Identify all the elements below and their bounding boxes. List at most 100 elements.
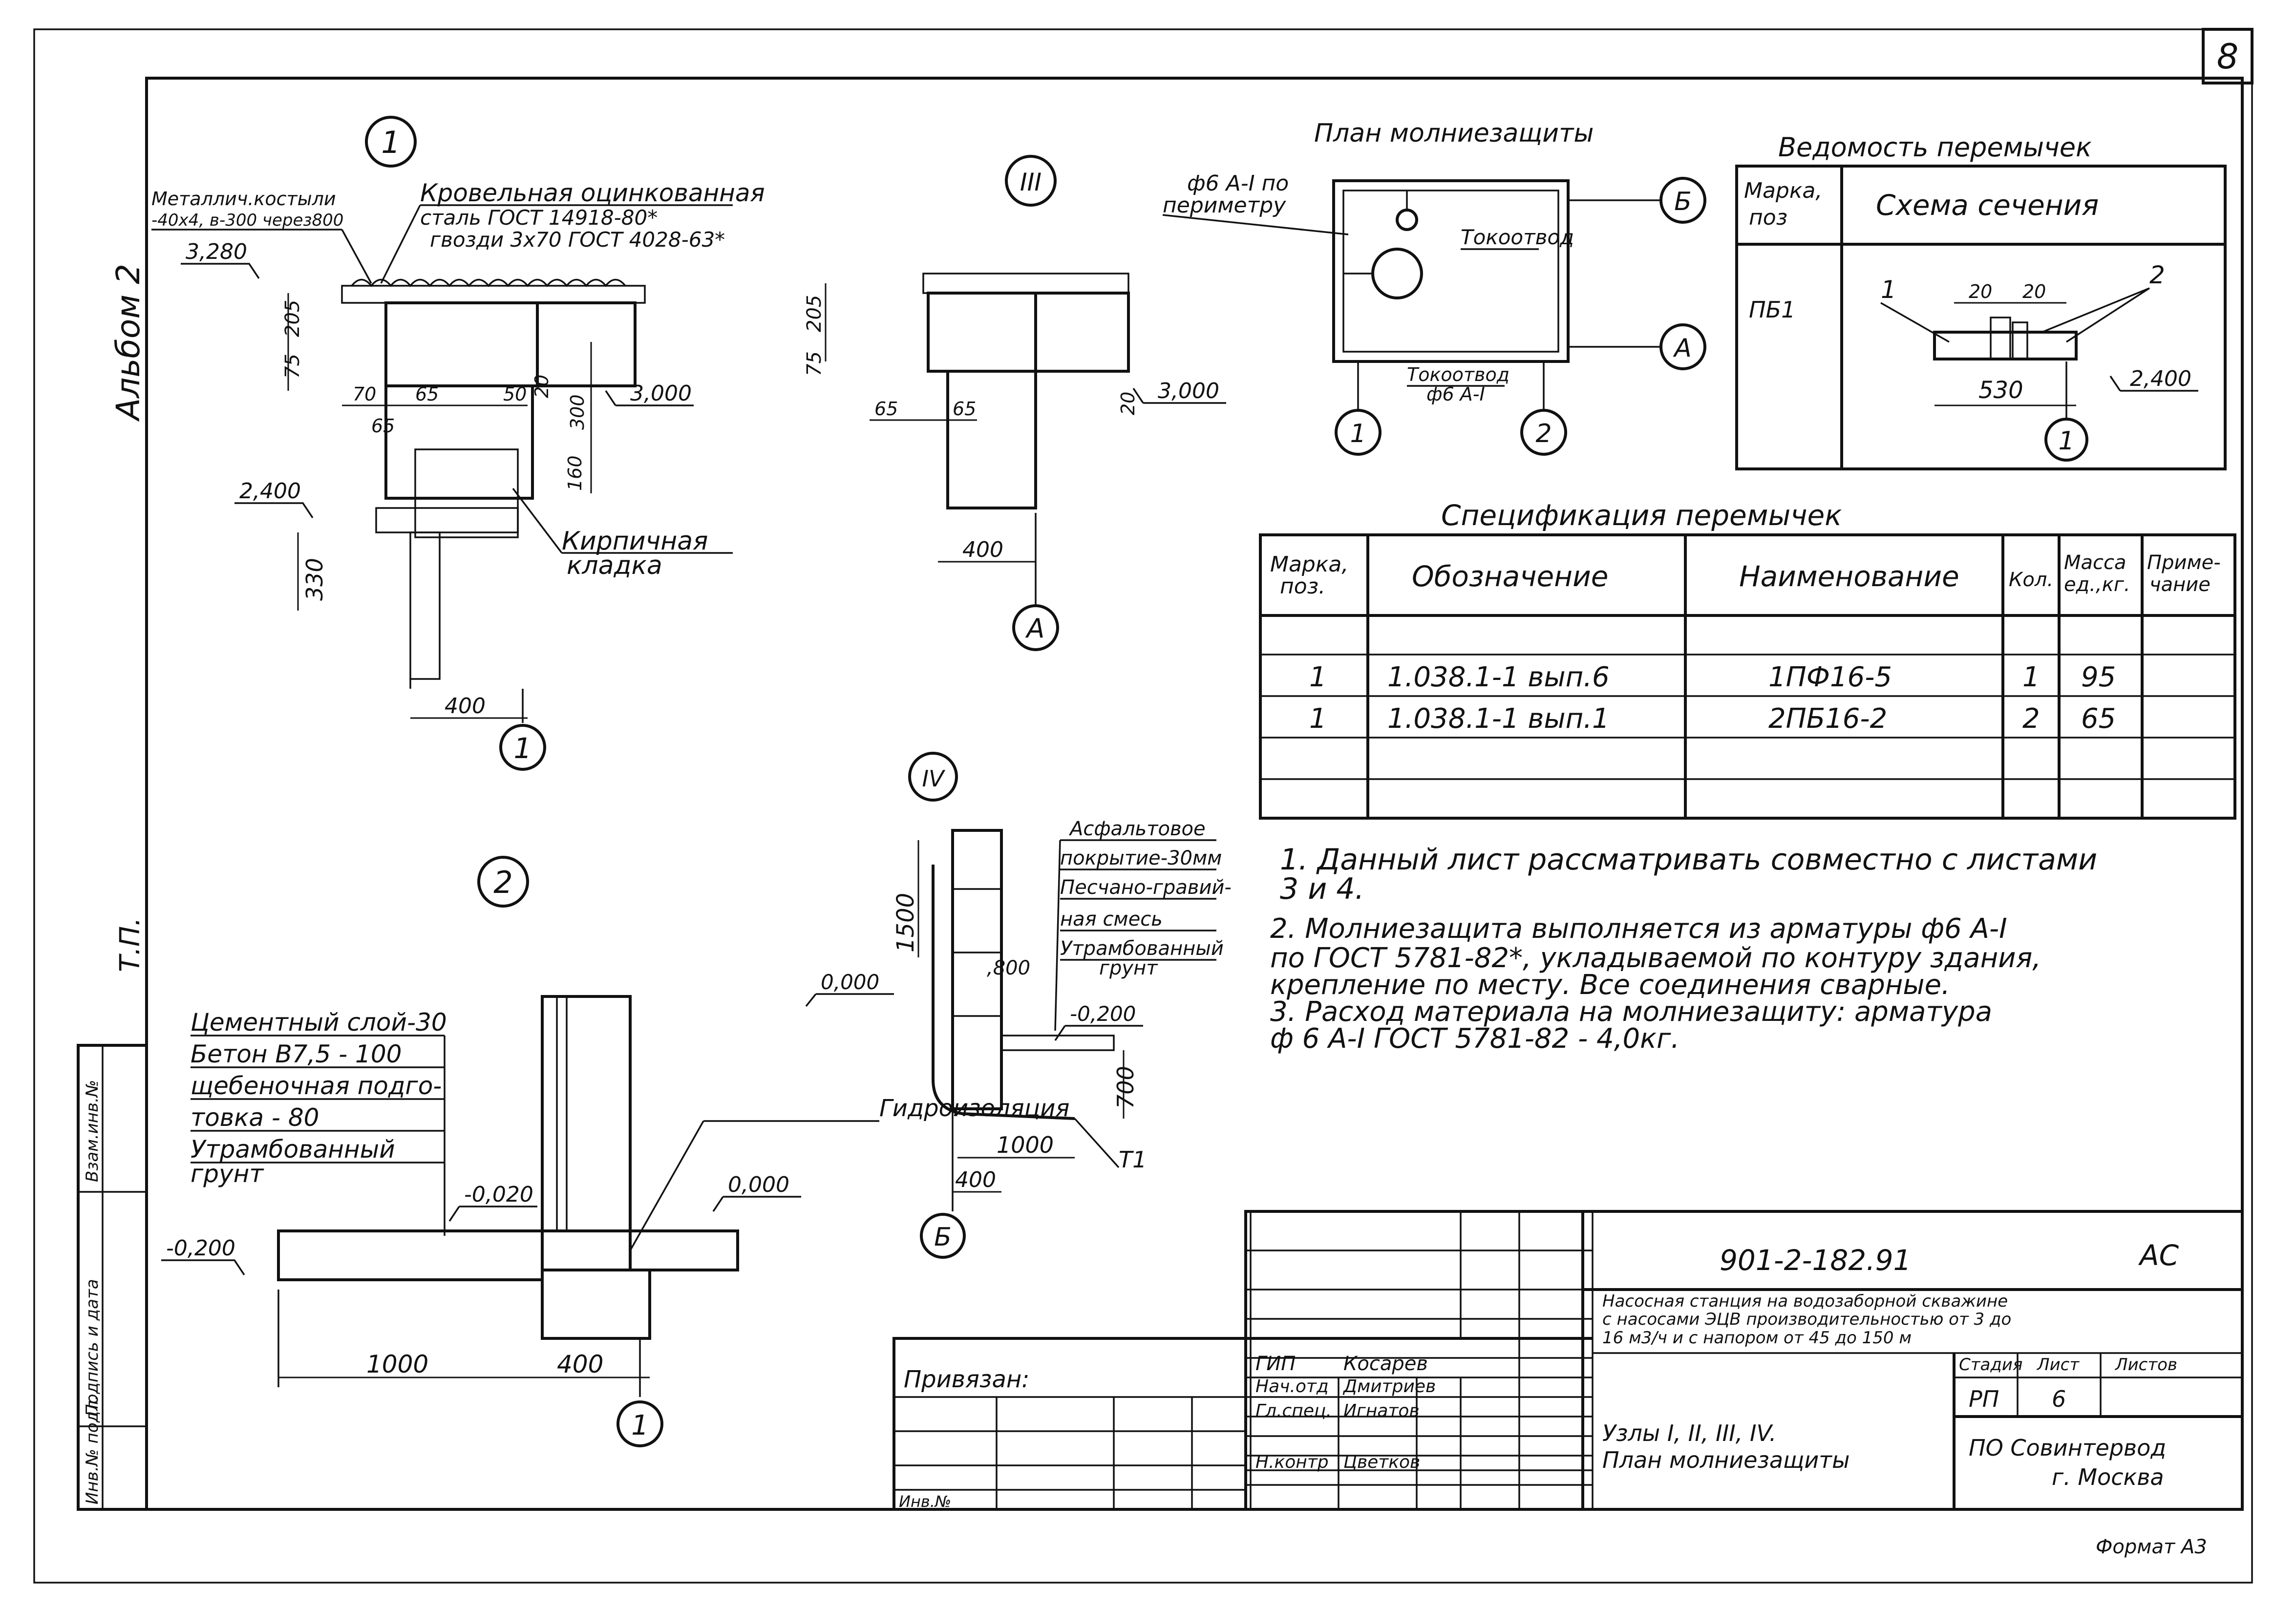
node-3-mark: III xyxy=(1020,168,1042,196)
vedomost-title: Ведомость перемычек xyxy=(1778,132,2092,163)
node-4-mark: IV xyxy=(922,765,946,792)
svg-text:Листов: Листов xyxy=(2114,1355,2177,1375)
node-3: III 75 205 65 65 20 3,000 400 А xyxy=(803,155,1226,651)
svg-text:95: 95 xyxy=(2081,661,2116,693)
svg-text:Песчано-гравий-: Песчано-гравий- xyxy=(1060,876,1232,899)
plan-title: План молниезащиты xyxy=(1314,119,1594,148)
svg-text:330: 330 xyxy=(301,558,328,601)
svg-text:3 и 4.: 3 и 4. xyxy=(1280,872,1364,906)
svg-text:поз.: поз. xyxy=(1280,574,1325,599)
svg-text:75: 75 xyxy=(803,351,826,376)
svg-text:-0,020: -0,020 xyxy=(464,1182,533,1207)
svg-text:1.038.1-1 вып.6: 1.038.1-1 вып.6 xyxy=(1387,661,1610,693)
svg-text:1: 1 xyxy=(631,1410,649,1441)
svg-text:Подпись и дата: Подпись и дата xyxy=(83,1279,102,1417)
svg-text:Н.контр: Н.контр xyxy=(1255,1452,1329,1472)
node-1-elev-top: 3,280 xyxy=(186,239,247,264)
node-1-brick-label-2: кладка xyxy=(567,551,662,580)
svg-text:1: 1 xyxy=(2058,426,2074,456)
svg-text:65: 65 xyxy=(874,398,898,420)
svg-text:товка - 80: товка - 80 xyxy=(191,1103,319,1132)
svg-text:2ПБ16-2: 2ПБ16-2 xyxy=(1768,703,1887,735)
svg-text:Взам.инв.№: Взам.инв.№ xyxy=(83,1080,102,1182)
svg-text:400: 400 xyxy=(557,1350,603,1378)
svg-text:ГИП: ГИП xyxy=(1255,1353,1296,1375)
svg-text:20: 20 xyxy=(1117,392,1139,415)
svg-text:400: 400 xyxy=(445,694,486,719)
sheet-title: Узлы I, II, III, IV. xyxy=(1602,1420,1776,1446)
left-stamp: Инв.№ подл. Подпись и дата Взам.инв.№ xyxy=(77,1044,148,1511)
format-label: Формат А3 xyxy=(2096,1536,2207,1558)
sheet-number: 8 xyxy=(2217,37,2239,77)
svg-text:2: 2 xyxy=(1535,419,1552,448)
svg-text:с насосами ЭЦВ производительно: с насосами ЭЦВ производительностью от 3 … xyxy=(1602,1310,2011,1329)
spec-table: Спецификация перемычек Марка, поз. Обозн… xyxy=(1259,499,2236,820)
node-2: 2 Цементный слой-30 Бетон В7,5 - 100 щеб… xyxy=(161,856,1069,1447)
svg-text:70: 70 xyxy=(353,383,376,405)
node-1-mark-circle xyxy=(365,116,417,168)
svg-text:1. Данный лист рассматривать с: 1. Данный лист рассматривать совместно с… xyxy=(1280,843,2097,877)
svg-text:205: 205 xyxy=(803,295,826,332)
svg-text:Бетон В7,5 - 100: Бетон В7,5 - 100 xyxy=(191,1040,402,1068)
svg-text:65: 65 xyxy=(953,398,976,420)
tp-label: Т.П. xyxy=(114,917,146,972)
node-1-mark: 1 xyxy=(381,125,400,160)
svg-text:65: 65 xyxy=(415,383,439,405)
svg-text:Кол.: Кол. xyxy=(2009,569,2053,591)
svg-text:Дмитриев: Дмитриев xyxy=(1342,1376,1436,1397)
node-1-costyli-label: Металлич.костыли xyxy=(151,188,336,210)
svg-text:65: 65 xyxy=(371,415,395,437)
svg-text:16 м3/ч и с напором от 45 до 1: 16 м3/ч и с напором от 45 до 150 м xyxy=(1602,1328,1912,1348)
svg-text:Обозначение: Обозначение xyxy=(1412,560,1608,593)
node-1-roof-label-3: гвозди 3х70 ГОСТ 4028-63* xyxy=(430,228,725,252)
svg-text:2: 2 xyxy=(2149,261,2165,289)
svg-text:Б: Б xyxy=(934,1223,952,1252)
plan-tokootvod-label: Токоотвод xyxy=(1461,225,1574,249)
svg-text:0,000: 0,000 xyxy=(821,970,879,994)
privyazan-label: Привязан: xyxy=(904,1366,1029,1393)
svg-text:Гл.спец.: Гл.спец. xyxy=(1255,1401,1332,1421)
svg-text:Нач.отд: Нач.отд xyxy=(1255,1376,1329,1397)
svg-text:530: 530 xyxy=(1978,377,2023,404)
svg-text:Марка,: Марка, xyxy=(1270,552,1348,577)
node-3-elev: 3,000 xyxy=(1158,379,1219,403)
svg-text:ная смесь: ная смесь xyxy=(1060,908,1163,931)
svg-text:-0,200: -0,200 xyxy=(166,1236,235,1261)
svg-text:Насосная станция на водозаборн: Насосная станция на водозаборной скважин… xyxy=(1602,1291,2008,1311)
svg-text:Марка,: Марка, xyxy=(1744,178,1822,203)
svg-text:2: 2 xyxy=(2022,703,2040,735)
svg-text:400: 400 xyxy=(955,1167,996,1192)
svg-text:1000: 1000 xyxy=(997,1132,1054,1158)
org-name: ПО Совинтервод xyxy=(1969,1435,2166,1461)
outer-frame xyxy=(33,28,2253,1584)
plan-tokootvod-bottom-2: ф6 А-I xyxy=(1426,383,1485,405)
svg-text:Цементный слой-30: Цементный слой-30 xyxy=(191,1008,447,1037)
svg-text:поз: поз xyxy=(1749,205,1787,230)
node-2-mark: 2 xyxy=(493,865,512,900)
svg-text:А: А xyxy=(1673,334,1692,363)
album-label: Альбом 2 xyxy=(109,264,147,422)
svg-text:65: 65 xyxy=(2081,703,2116,735)
svg-text:щебеночная подго-: щебеночная подго- xyxy=(191,1072,442,1100)
svg-text:1: 1 xyxy=(1309,661,1327,693)
svg-text:6: 6 xyxy=(2052,1386,2066,1412)
svg-text:Асфальтовое: Асфальтовое xyxy=(1068,818,1206,840)
svg-text:Утрамбованный: Утрамбованный xyxy=(1060,937,1224,960)
node-1-brick-label: Кирпичная xyxy=(562,527,708,556)
svg-text:крепление по месту. Все соедин: крепление по месту. Все соединения сварн… xyxy=(1270,969,1950,1001)
svg-text:г. Москва: г. Москва xyxy=(2052,1464,2164,1490)
spec-title: Спецификация перемычек xyxy=(1441,499,1842,532)
svg-text:РП: РП xyxy=(1969,1386,1999,1412)
svg-text:2. Молниезащита выполняется из: 2. Молниезащита выполняется из арматуры … xyxy=(1270,913,2007,945)
svg-text:Стадия: Стадия xyxy=(1959,1355,2022,1375)
sheet-title-2: План молниезащиты xyxy=(1602,1447,1850,1473)
svg-text:1.038.1-1 вып.1: 1.038.1-1 вып.1 xyxy=(1387,703,1610,735)
svg-text:1: 1 xyxy=(1350,419,1366,448)
svg-text:1ПФ16-5: 1ПФ16-5 xyxy=(1768,661,1892,693)
svg-text:Цветков: Цветков xyxy=(1343,1452,1420,1472)
svg-text:Лист: Лист xyxy=(2036,1355,2080,1375)
svg-text:чание: чание xyxy=(2149,573,2211,596)
svg-text:Игнатов: Игнатов xyxy=(1343,1401,1420,1421)
plan-perimeter-label: ф6 А-I по xyxy=(1187,171,1289,196)
